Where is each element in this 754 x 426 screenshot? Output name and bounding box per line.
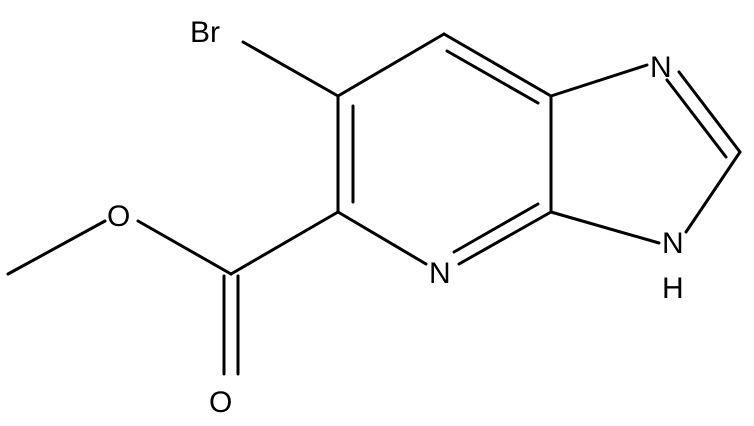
bond-cester-o	[136, 219, 233, 276]
bond-n1-c2-inner	[665, 78, 728, 159]
bond-c7-c7a-inner	[445, 49, 540, 105]
atom-label-n-pyridine: N	[429, 257, 451, 290]
bond-c3a-n4	[457, 210, 553, 266]
atom-label-nh-h: H	[662, 272, 684, 305]
atom-label-o-carbonyl: O	[209, 386, 232, 419]
atom-label-br: Br	[190, 16, 220, 49]
bond-n3-c3a	[549, 210, 661, 245]
bond-br-c6	[241, 40, 340, 98]
bond-o-methyl	[6, 219, 107, 276]
atom-label-o-ester: O	[107, 200, 130, 233]
atom-labels: Br N N N H O O	[107, 16, 684, 419]
bond-c6-c7	[336, 32, 446, 98]
atom-label-nh-n: N	[662, 227, 684, 260]
bond-c3a-n4-inner	[452, 202, 540, 254]
bond-c7a-n1	[549, 63, 649, 98]
bond-c7-c7a	[442, 32, 553, 98]
atom-label-n-imidazole: N	[650, 51, 672, 84]
bonds	[6, 32, 742, 376]
bond-n4-c5	[336, 210, 428, 266]
bond-n1-c2	[677, 70, 742, 154]
bond-c2-n3	[684, 150, 742, 234]
bond-c5-cester	[229, 210, 340, 276]
